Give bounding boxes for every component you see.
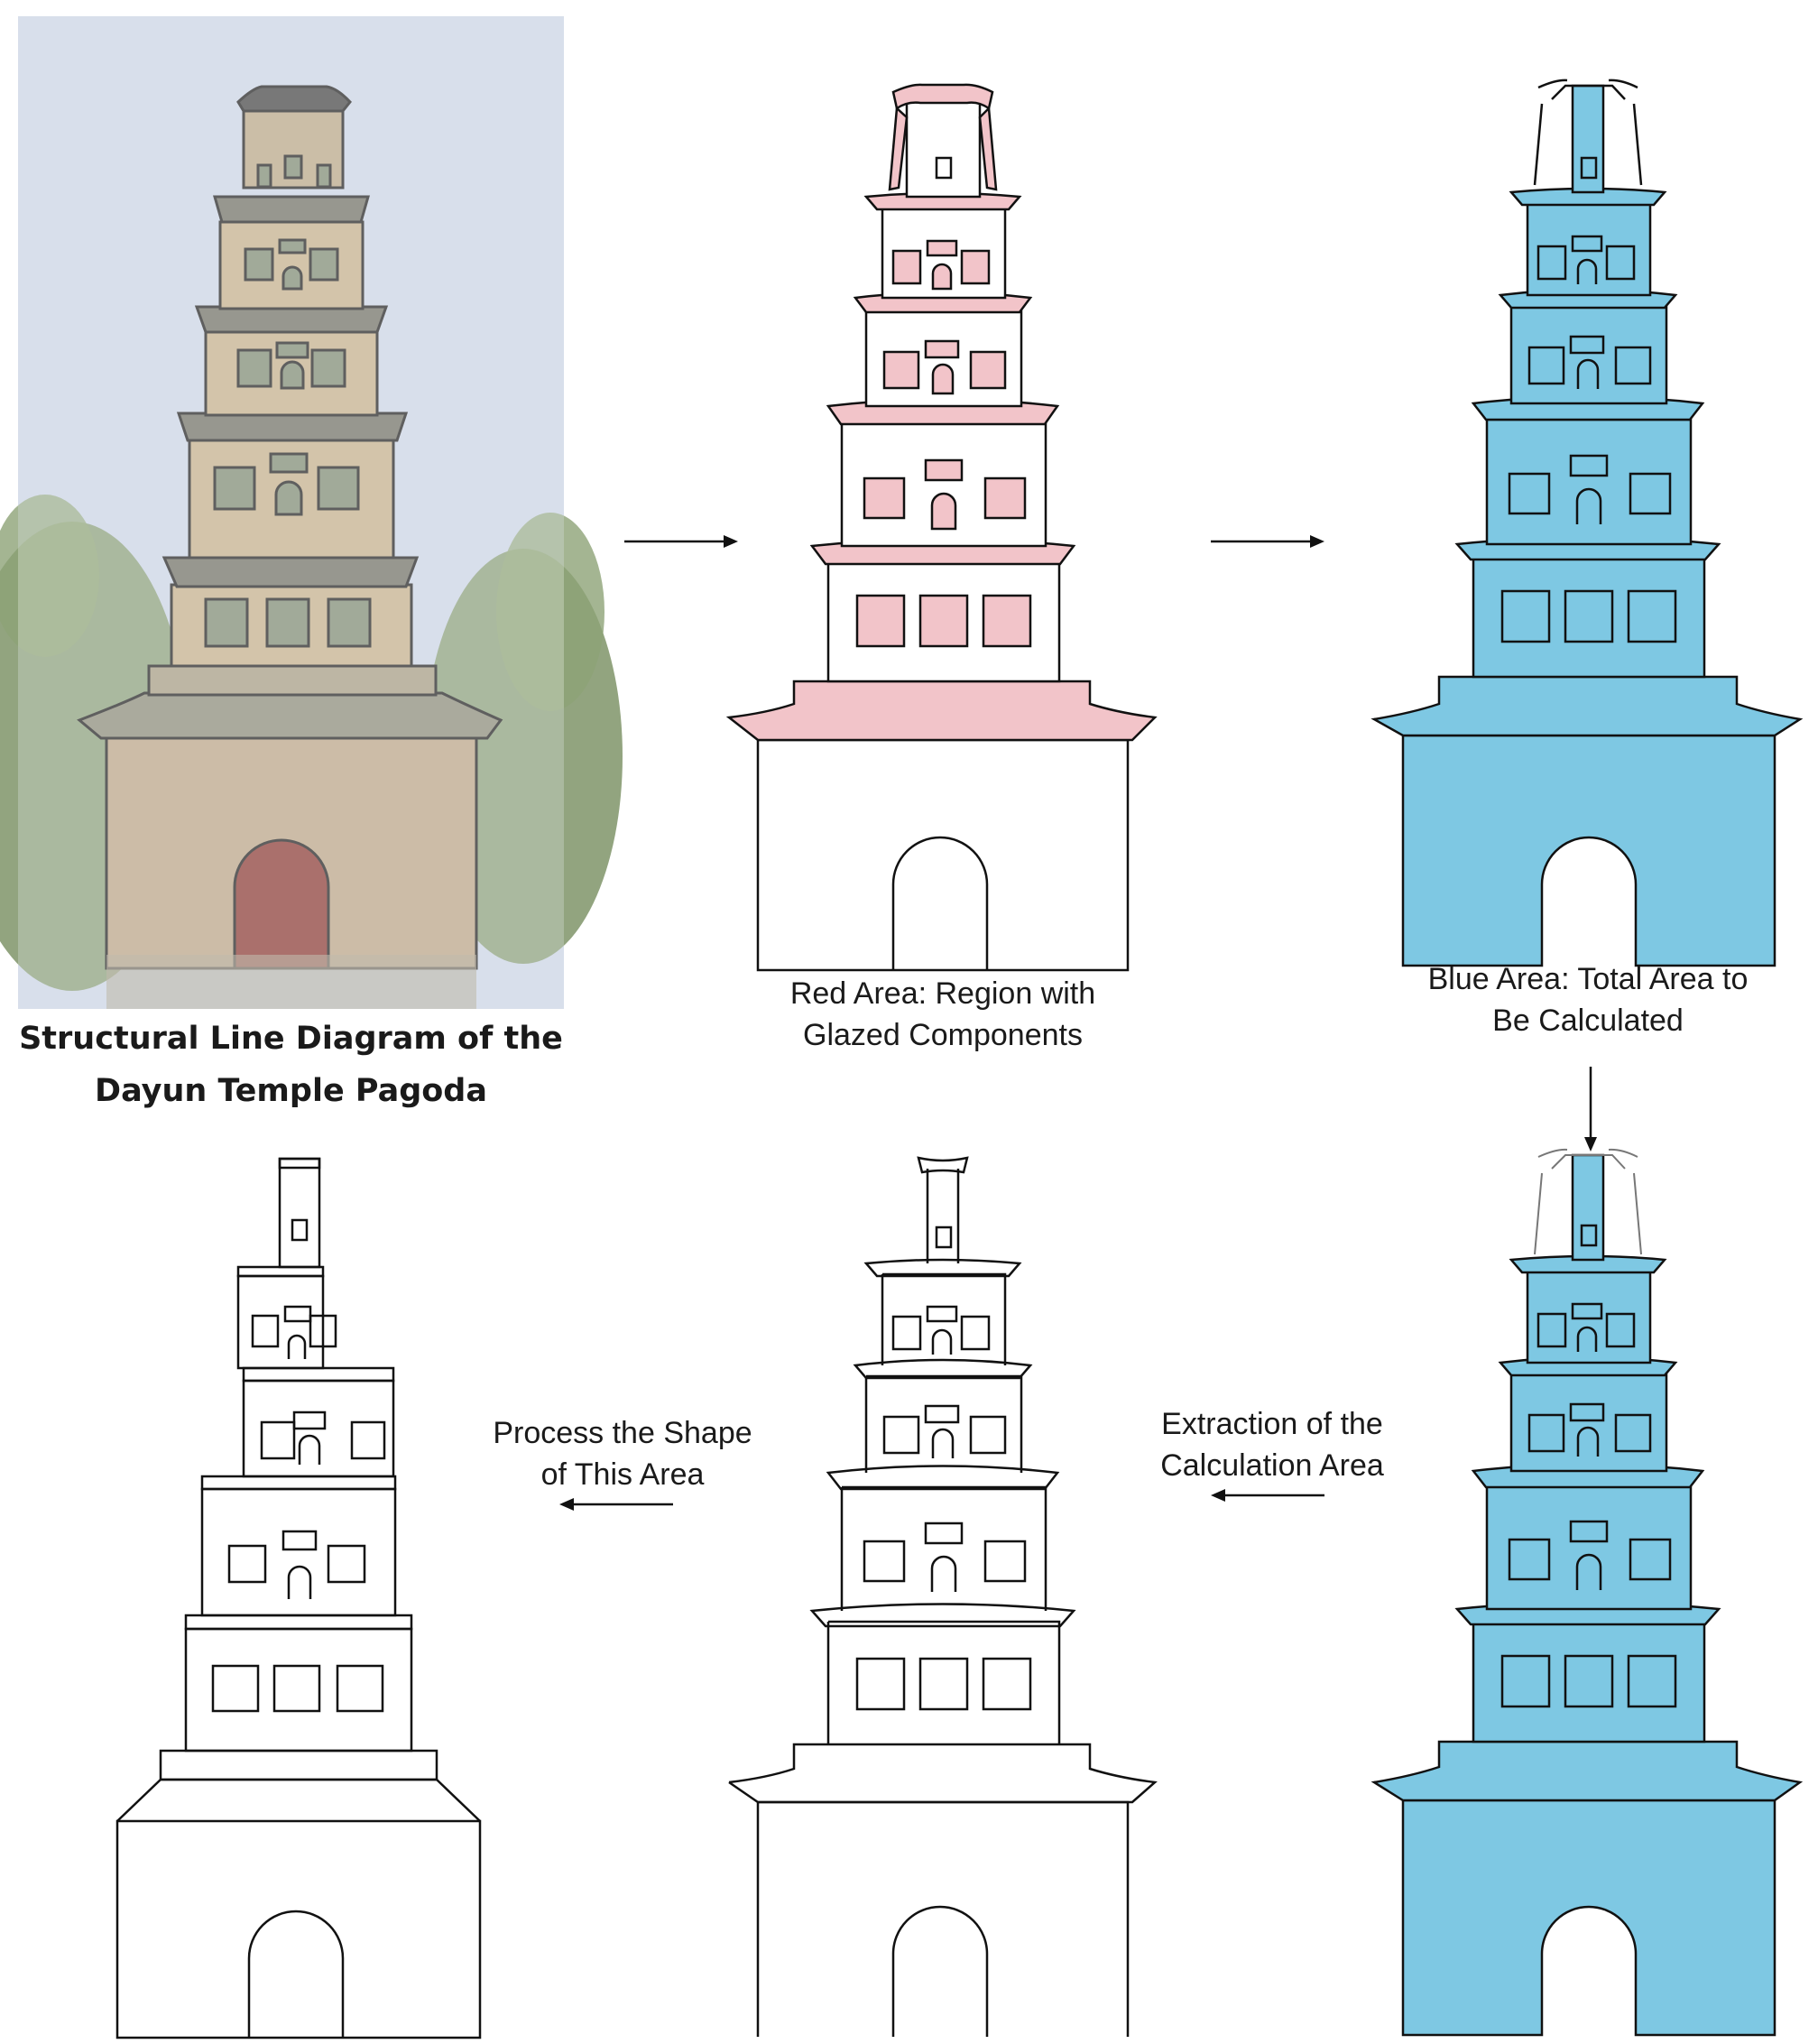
blue-extract-panel (1367, 1146, 1809, 2039)
arrow-down (1584, 1067, 1597, 1151)
photo-caption-line2: Dayun Temple Pagoda (95, 1073, 487, 1109)
red-caption-line1: Red Area: Region with (789, 976, 1096, 1011)
red-caption-line2: Glazed Components (803, 1018, 1083, 1052)
pagoda-blue-diagram (1370, 79, 1804, 967)
pagoda-outline (728, 1156, 1158, 2037)
extract-label: Extraction of the Calculation Area (1128, 1403, 1417, 1486)
extract-label-line1: Extraction of the (1161, 1407, 1383, 1441)
process-label-line1: Process the Shape (493, 1416, 752, 1450)
extract-label-line2: Calculation Area (1160, 1448, 1384, 1483)
photo-panel (0, 16, 623, 1009)
pagoda-photo (0, 16, 623, 1009)
blue-area-panel (1367, 77, 1809, 970)
pagoda-simplified (115, 1157, 482, 2039)
red-caption: Red Area: Region with Glazed Components (722, 973, 1164, 1056)
blue-caption: Blue Area: Total Area to Be Calculated (1367, 958, 1809, 1041)
arrow-right-1 (624, 535, 738, 548)
red-area-panel (722, 81, 1164, 975)
blue-caption-line2: Be Calculated (1492, 1004, 1684, 1038)
arrow-right-2 (1211, 535, 1324, 548)
photo-caption: Structural Line Diagram of the Dayun Tem… (18, 1013, 564, 1117)
process-label: Process the Shape of This Area (469, 1412, 776, 1495)
blue-caption-line1: Blue Area: Total Area to (1427, 962, 1749, 996)
arrow-left-1 (1211, 1489, 1324, 1502)
simplified-panel (108, 1155, 487, 2039)
outline-panel (722, 1151, 1164, 2039)
process-label-line2: of This Area (540, 1457, 705, 1492)
photo-caption-line1: Structural Line Diagram of the (19, 1021, 563, 1057)
pagoda-red-diagram (725, 83, 1158, 972)
pagoda-blue-extract (1370, 1148, 1804, 2037)
arrow-left-2 (559, 1498, 673, 1511)
